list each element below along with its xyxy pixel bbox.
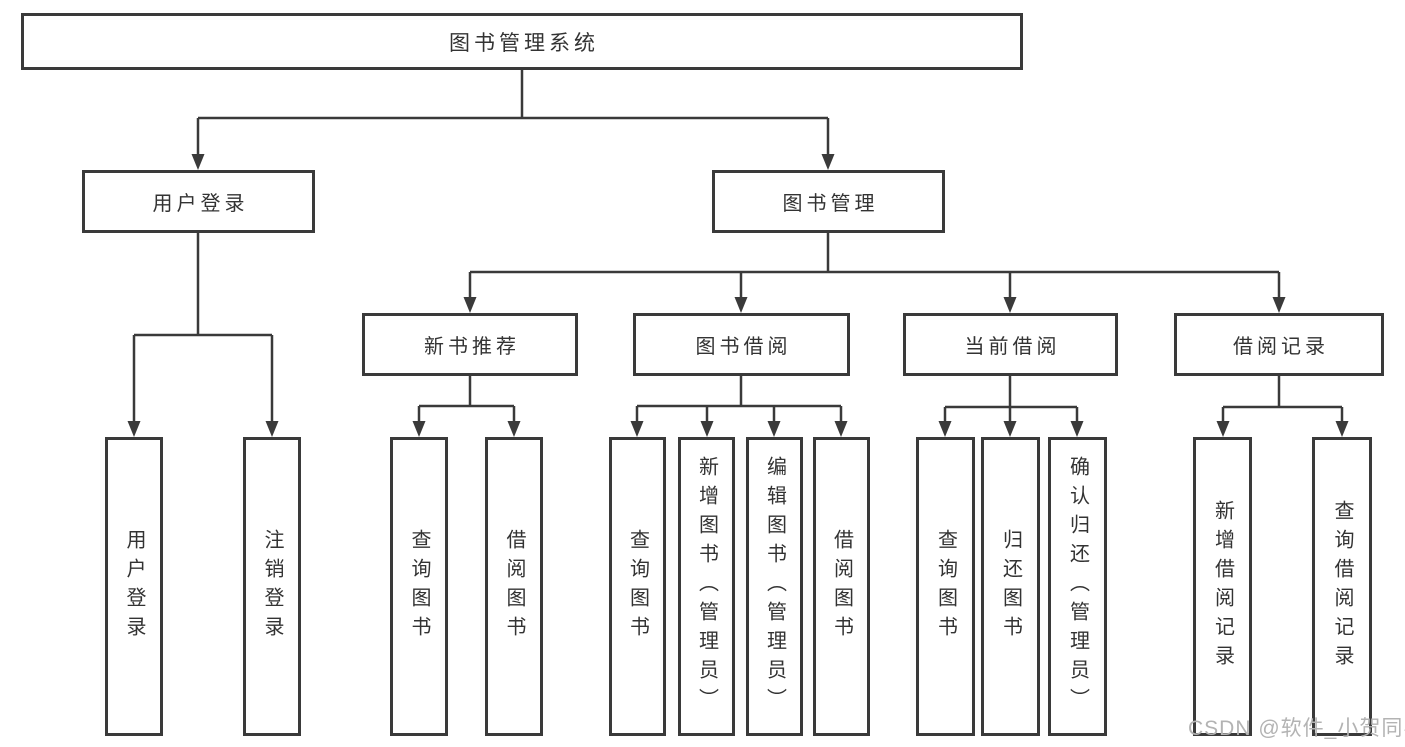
leaf-query-books-borrow: 查询图书 (609, 437, 666, 736)
node-current-borrowing: 当前借阅 (903, 313, 1118, 376)
node-user-login: 用户登录 (82, 170, 315, 233)
leaf-query-books-recommend: 查询图书 (390, 437, 448, 736)
node-library-management-system: 图书管理系统 (21, 13, 1023, 70)
leaf-confirm-return-admin: 确认归还（管理员） (1048, 437, 1107, 736)
node-book-management: 图书管理 (712, 170, 945, 233)
leaf-query-books-current: 查询图书 (916, 437, 975, 736)
csdn-watermark: CSDN @软件_小贺同学 (1188, 717, 1405, 740)
leaf-borrow-books-recommend: 借阅图书 (485, 437, 543, 736)
node-book-borrowing: 图书借阅 (633, 313, 850, 376)
leaf-query-borrow-record: 查询借阅记录 (1312, 437, 1372, 736)
node-new-book-recommendation: 新书推荐 (362, 313, 578, 376)
leaf-add-book-admin: 新增图书（管理员） (678, 437, 735, 736)
leaf-add-borrow-record: 新增借阅记录 (1193, 437, 1252, 736)
leaf-borrow-books: 借阅图书 (813, 437, 870, 736)
leaf-return-book: 归还图书 (981, 437, 1040, 736)
leaf-user-login: 用户登录 (105, 437, 163, 736)
node-borrowing-records: 借阅记录 (1174, 313, 1384, 376)
leaf-logout: 注销登录 (243, 437, 301, 736)
leaf-edit-book-admin: 编辑图书（管理员） (746, 437, 803, 736)
